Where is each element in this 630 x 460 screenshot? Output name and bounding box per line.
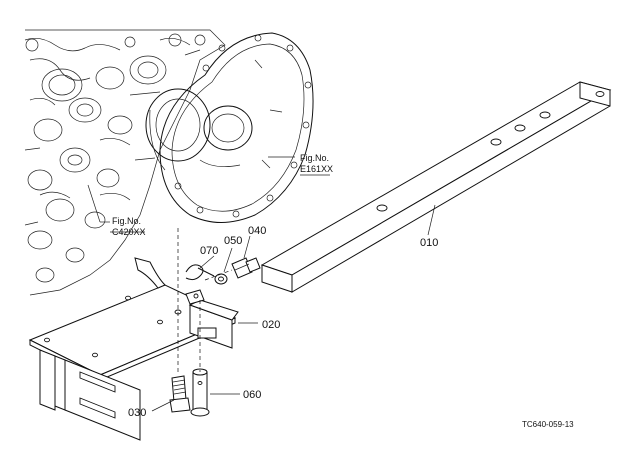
- clip-pin-part-070: [185, 264, 215, 281]
- part-label-020: 020: [262, 319, 280, 331]
- leader-lines: [87, 156, 436, 412]
- part-label-010: 010: [420, 237, 438, 249]
- part-label-050: 050: [224, 235, 242, 247]
- fig-ref-label-1: Fig.No.: [300, 153, 329, 163]
- bracket-part-020: [28, 257, 239, 441]
- drawing-code: TC640-059-13: [522, 420, 574, 429]
- part-label-030: 030: [128, 407, 146, 419]
- part-label-060: 060: [243, 389, 261, 401]
- bolt-part-030: [169, 375, 191, 413]
- fig-ref-code-2: C420XX: [112, 227, 146, 237]
- engine-block-drawing: [24, 29, 226, 296]
- washer-part-050: [214, 273, 228, 285]
- fig-ref-label-2: Fig.No.: [112, 216, 141, 226]
- pin-part-060: [190, 368, 210, 417]
- drawbar-part-010: [260, 81, 612, 293]
- part-label-040: 040: [248, 225, 266, 237]
- flywheel-housing-drawing: [145, 32, 314, 223]
- fig-ref-code-1: E161XX: [300, 164, 333, 174]
- part-label-070: 070: [200, 245, 218, 257]
- bolt-part-040: [231, 257, 261, 279]
- assembly-axis-line-3: [204, 269, 233, 281]
